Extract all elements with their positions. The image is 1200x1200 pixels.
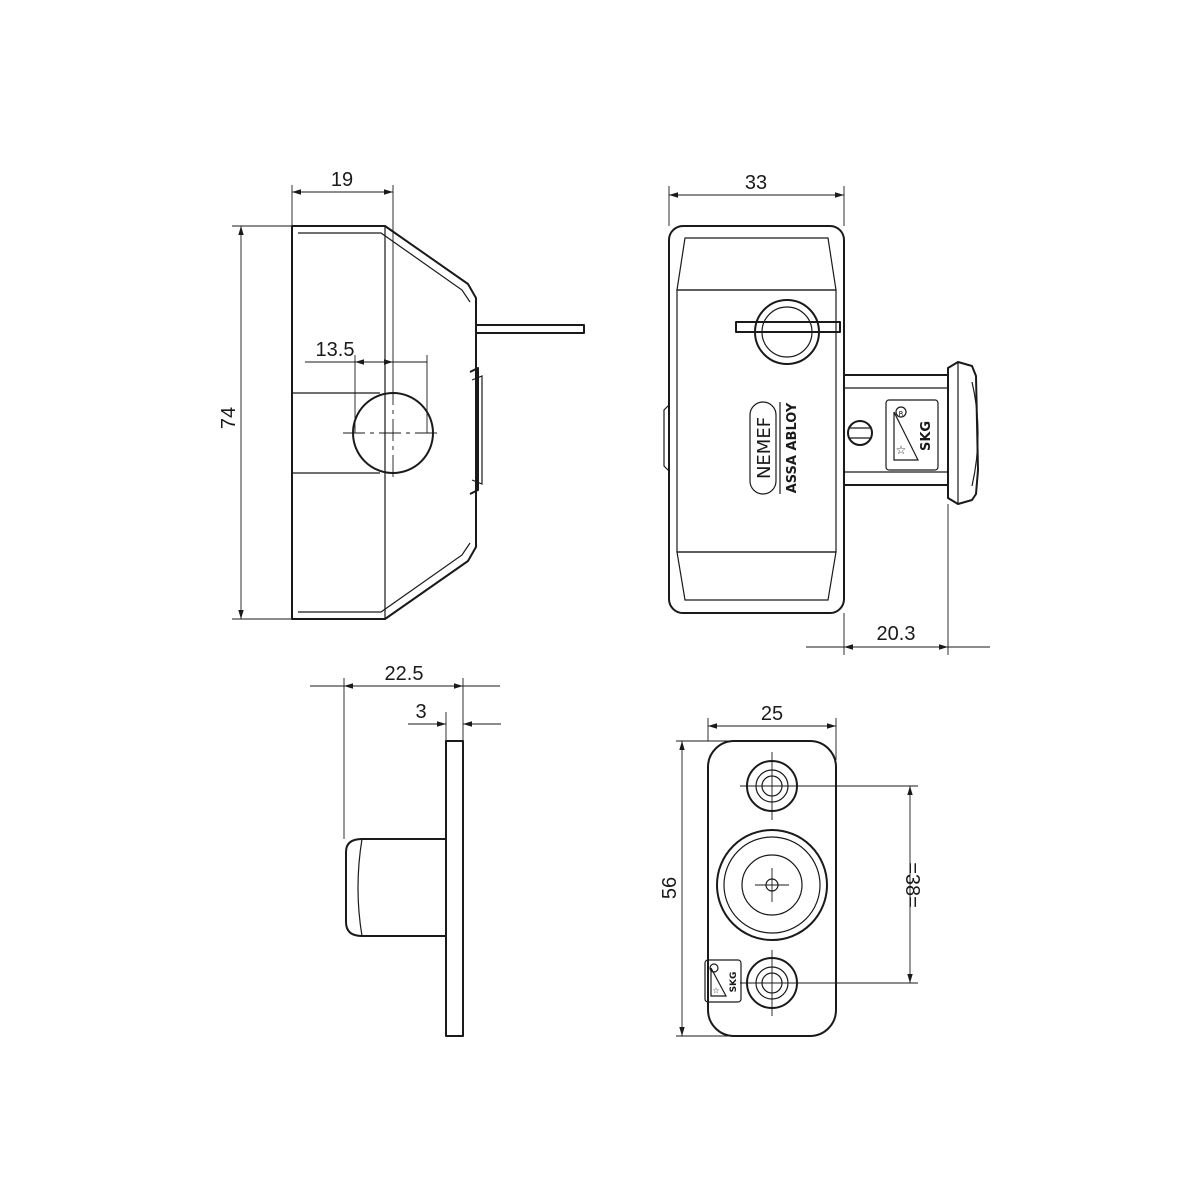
dim-label-hole-spacing: =38=	[901, 862, 923, 908]
side-view-bolt	[475, 324, 585, 334]
skg-mark-plate: ☆ SKG	[704, 959, 742, 1003]
dim-label-side-width: 19	[331, 169, 353, 191]
dim-label-height: 74	[218, 407, 240, 429]
keeper-bolt-housing	[345, 838, 446, 937]
side-view: 19 74 13.5	[218, 169, 585, 620]
keeper-center-socket	[716, 829, 828, 941]
brand-label: NEMEF	[754, 417, 775, 479]
dim-label-plate-thickness: 3	[415, 701, 426, 723]
front-view: ☆ SKG R NEMEF ASSA ABLOY 33 20.3	[663, 172, 990, 655]
svg-text:☆: ☆	[712, 986, 719, 995]
front-view-bolt	[735, 321, 841, 333]
svg-text:☆: ☆	[896, 443, 907, 457]
dim-label-hole-offset: 13.5	[316, 339, 355, 361]
front-view-knob-screw	[847, 420, 873, 446]
keeper-side-view: 22.5 3	[310, 663, 501, 1037]
dim-label-knob-projection: 20.3	[877, 623, 916, 645]
dim-label-front-width: 33	[745, 172, 767, 194]
front-view-knob-head	[947, 361, 979, 505]
dim-label-keeper-depth: 22.5	[385, 663, 424, 685]
dim-label-plate-height: 56	[659, 877, 681, 899]
dim-label-plate-width: 25	[761, 703, 783, 725]
svg-text:R: R	[899, 410, 904, 418]
keeper-plate-front	[707, 740, 837, 1037]
nemef-logo: NEMEF ASSA ABLOY	[749, 401, 800, 495]
svg-text:SKG: SKG	[729, 972, 739, 993]
skg-mark-knob: ☆ SKG R	[885, 399, 939, 471]
keeper-front-view: ☆ SKG 25 56 =38=	[659, 703, 923, 1037]
keeper-plate-side	[445, 740, 464, 1037]
side-view-body	[291, 225, 477, 620]
svg-text:SKG: SKG	[919, 421, 934, 451]
group-label: ASSA ABLOY	[785, 402, 800, 493]
